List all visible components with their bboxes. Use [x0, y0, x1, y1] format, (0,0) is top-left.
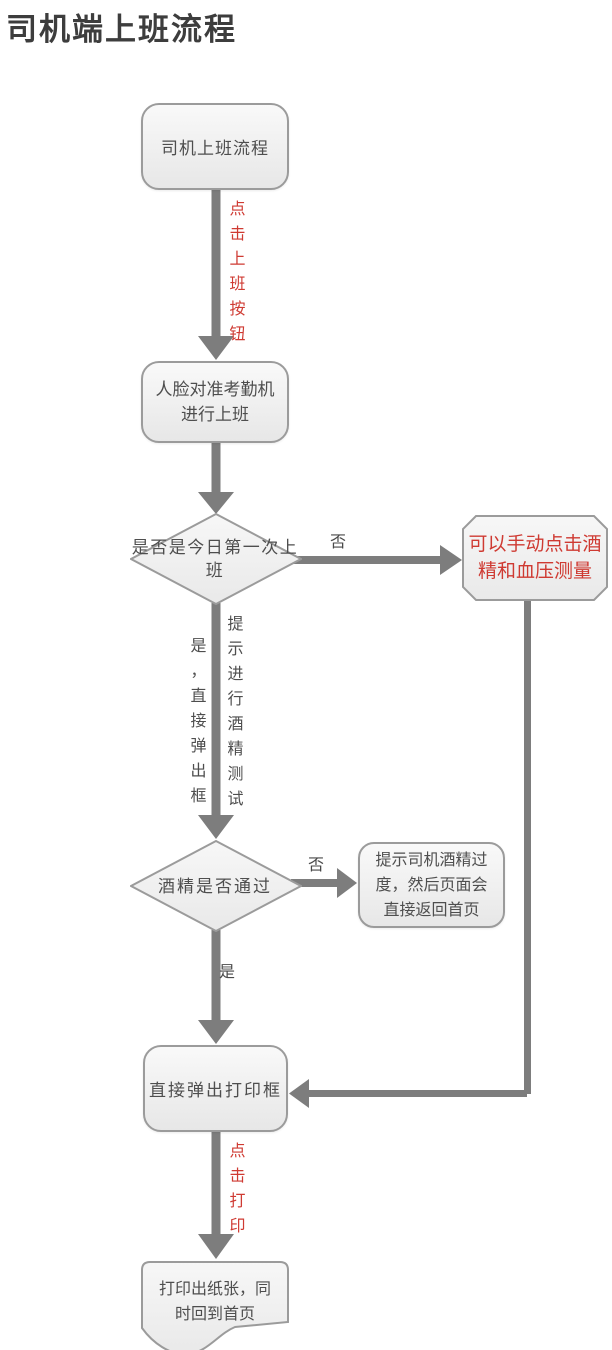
octagon-shape — [462, 515, 608, 601]
decision-first-time-label: 是否是今日第一次上班 — [131, 538, 299, 580]
decision-alcohol-pass: 酒精是否通过 — [130, 840, 302, 932]
arrow-first-decision-no — [290, 545, 462, 575]
node-print-dialog: 直接弹出打印框 — [143, 1045, 288, 1132]
node-print-paper: 打印出纸张，同时回到首页 — [140, 1260, 290, 1350]
edge-label-alcohol-yes: 是 — [219, 964, 236, 981]
arrow-alcohol-yes — [198, 930, 234, 1044]
node-alcohol-fail-label: 提示司机酒精过度，然后页面会直接返回首页 — [375, 851, 488, 919]
edge-label-first-time-no: 否 — [330, 534, 347, 551]
node-face-checkin: 人脸对准考勤机进行上班 — [141, 361, 289, 443]
node-face-checkin-label: 人脸对准考勤机进行上班 — [155, 380, 275, 424]
diamond-shape — [130, 840, 302, 932]
diamond-shape — [130, 513, 302, 605]
edge-label-first-time-yes: 是，直接弹出框 — [190, 638, 207, 805]
edge-label-click-checkin: 点击上班按钮 — [229, 201, 246, 343]
node-print-paper-label: 打印出纸张，同时回到首页 — [158, 1281, 271, 1323]
page-title: 司机端上班流程 — [6, 12, 237, 47]
node-alcohol-fail: 提示司机酒精过度，然后页面会直接返回首页 — [358, 842, 505, 928]
decision-alcohol-pass-label: 酒精是否通过 — [158, 876, 272, 896]
node-start-label: 司机上班流程 — [161, 139, 269, 158]
edge-label-alcohol-no: 否 — [308, 857, 325, 874]
edge-label-alcohol-prompt: 提示进行酒精测试 — [227, 616, 244, 808]
decision-first-time: 是否是今日第一次上班 — [130, 513, 302, 605]
node-start: 司机上班流程 — [141, 103, 289, 190]
edge-label-click-print: 点击打印 — [229, 1143, 246, 1235]
node-print-dialog-label: 直接弹出打印框 — [149, 1081, 282, 1100]
arrow-face-to-first-decision — [198, 442, 234, 514]
document-shape — [141, 1261, 289, 1350]
node-manual-measure: 可以手动点击酒精和血压测量 — [462, 515, 608, 601]
node-manual-measure-label: 可以手动点击酒精和血压测量 — [468, 534, 602, 582]
